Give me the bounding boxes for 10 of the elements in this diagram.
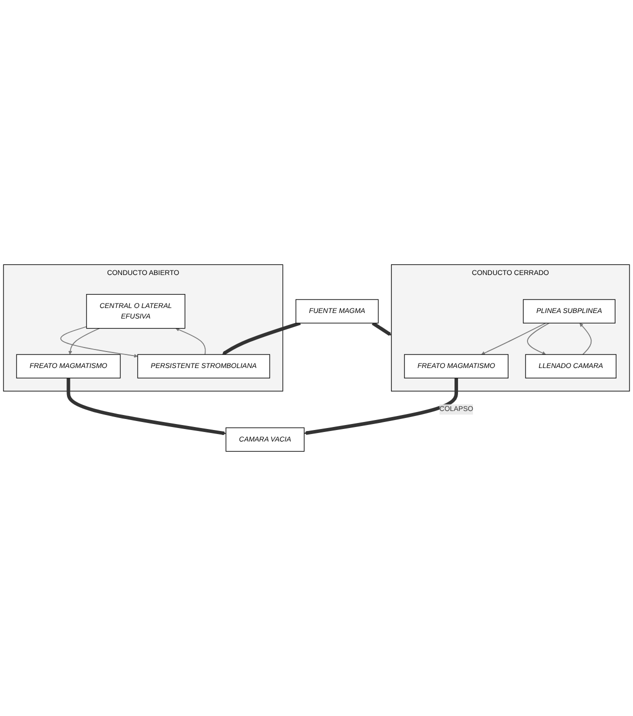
arrow (481, 322, 546, 355)
arrow (527, 322, 550, 355)
arrow (580, 322, 592, 355)
arrow (60, 326, 138, 358)
arrow (304, 378, 458, 435)
arrow (222, 321, 301, 356)
arrow (68, 328, 100, 355)
arrow (66, 378, 226, 436)
arrow (176, 328, 206, 355)
arrow (372, 322, 392, 336)
